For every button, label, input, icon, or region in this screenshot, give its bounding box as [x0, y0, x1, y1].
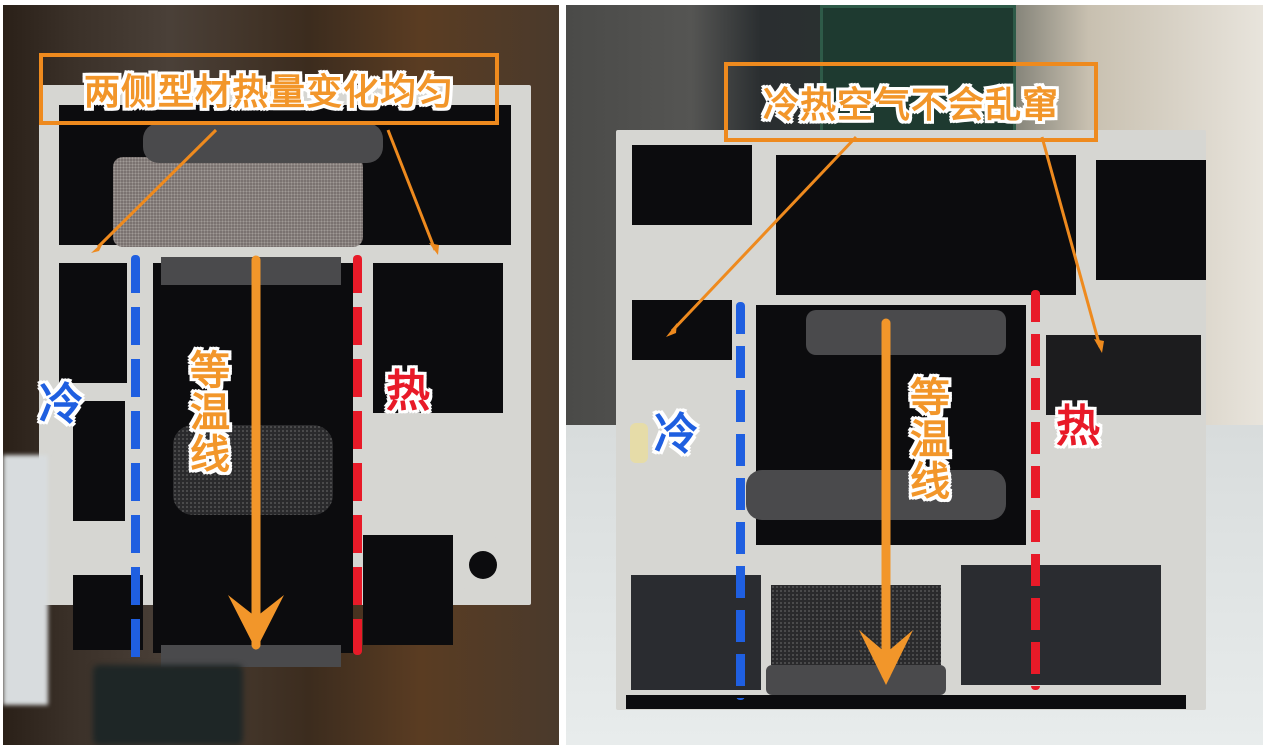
background-paper — [3, 455, 48, 705]
gasket-seal — [113, 157, 363, 247]
glass-bead-top — [143, 123, 383, 163]
caption-text-right: 冷热空气不会乱窜 — [762, 85, 1059, 126]
sash-cavity-left-top — [632, 145, 752, 225]
thermal-strip-lower — [746, 470, 1006, 520]
beige-plug — [630, 423, 648, 463]
isotherm-label-right-text: 等温线 — [910, 375, 950, 505]
left-photo-panel: 两侧型材热量变化均匀 冷 热 等温线 — [3, 5, 559, 745]
foam-insert-right — [771, 585, 941, 665]
isotherm-label-right: 等温线 — [908, 377, 952, 503]
thermal-strip-upper — [806, 310, 1006, 355]
frame-cavity-left-2 — [73, 401, 125, 521]
caption-box-right: 冷热空气不会乱窜 — [724, 62, 1098, 142]
bottom-channel — [626, 695, 1186, 709]
background-keypad — [93, 665, 243, 745]
right-photo-panel: 冷热空气不会乱窜 冷 热 等温线 — [566, 5, 1263, 745]
frame-cavity-right-bottom — [961, 565, 1161, 685]
thermal-strip-bottom — [766, 665, 946, 695]
frame-cavity-right-1 — [373, 263, 503, 413]
frame-cavity-left-1 — [59, 263, 127, 383]
glazing-cavity — [776, 155, 1076, 295]
hinge-hole — [469, 551, 497, 579]
isotherm-label-left: 等温线 — [188, 350, 232, 476]
caption-box-left: 两侧型材热量变化均匀 — [39, 53, 499, 125]
sash-cavity-left-mid — [632, 300, 732, 360]
hot-label-right: 热 — [1056, 401, 1100, 452]
frame-cavity-right-2 — [363, 535, 453, 645]
frame-cavity-right-top — [1096, 160, 1206, 280]
cold-label-left: 冷 — [39, 379, 83, 430]
frame-cavity-right-mid — [1046, 335, 1201, 415]
hot-side-dashed-line — [353, 255, 362, 655]
caption-text-left: 两侧型材热量变化均匀 — [83, 72, 454, 113]
cold-label-right: 冷 — [654, 409, 698, 460]
cold-side-dashed-line — [131, 255, 140, 663]
isotherm-label-left-text: 等温线 — [190, 348, 230, 478]
hot-label-left: 热 — [386, 366, 430, 417]
hot-side-dashed-line-right — [1031, 290, 1040, 690]
thermal-break-strip-bottom — [161, 645, 341, 667]
cold-side-dashed-line-right — [736, 302, 745, 700]
thermal-break-strip-top — [161, 257, 341, 285]
